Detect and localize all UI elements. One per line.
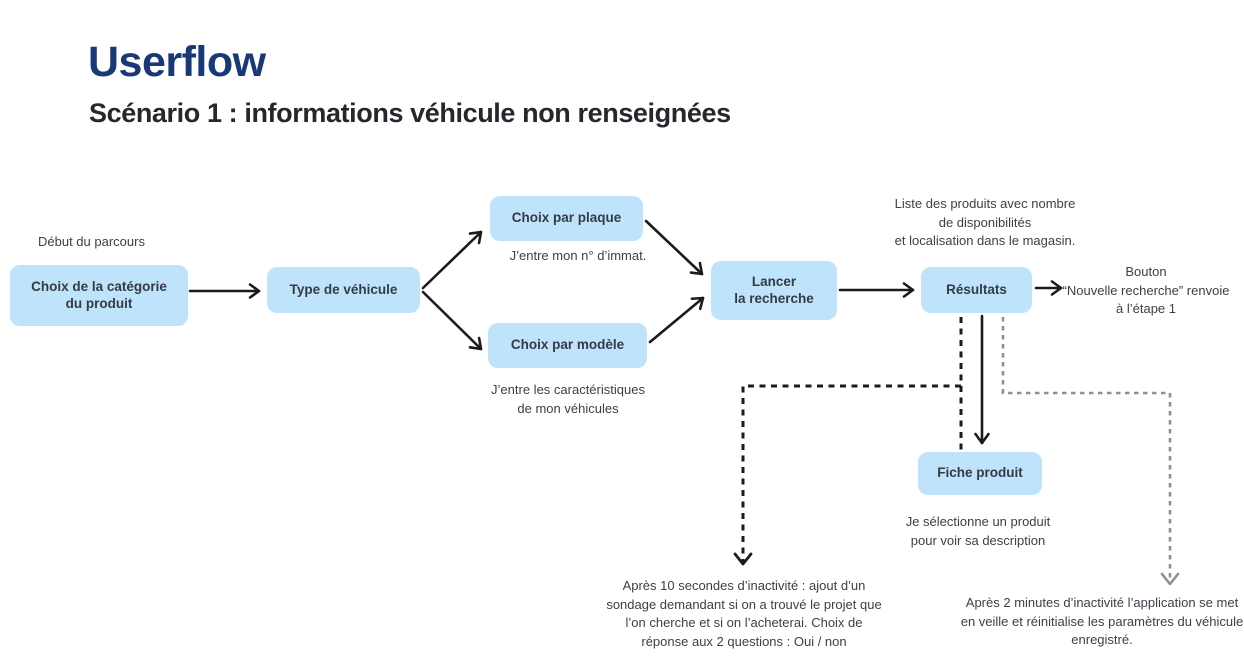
node-choix-modele: Choix par modèle (488, 323, 647, 368)
node-resultats: Résultats (921, 267, 1032, 313)
dashed-branch-to-2min-note (1001, 317, 1180, 586)
note-inactivite-10s: Après 10 secondes d’inactivité : ajout d… (606, 578, 882, 649)
node-category: Choix de la catégorie du produit (10, 265, 188, 326)
arrow-type-to-modele (421, 290, 483, 351)
node-fiche-produit: Fiche produit (918, 452, 1042, 495)
node-lancer-recherche: Lancer la recherche (711, 261, 837, 320)
page-title: Userflow (88, 38, 266, 86)
arrow-plaque-to-lancer (644, 219, 704, 276)
note-bouton-nouvelle-recherche: Bouton “Nouvelle recherche” renvoie à l’… (1062, 264, 1230, 316)
arrow-type-to-plaque (421, 230, 483, 290)
dashed-branch-to-10s-note (733, 384, 961, 566)
page-subtitle: Scénario 1 : informations véhicule non r… (89, 98, 731, 128)
note-immat: J’entre mon n° d’immat. (509, 248, 647, 263)
note-liste-produits: Liste des produits avec nombre de dispon… (894, 196, 1076, 248)
node-type-vehicule: Type de véhicule (267, 267, 420, 313)
note-inactivite-2min: Après 2 minutes d’inactivité l’applicati… (960, 595, 1244, 647)
node-choix-plaque: Choix par plaque (490, 196, 643, 241)
note-caracteristiques: J’entre les caractéristiques de mon véhi… (491, 382, 645, 416)
note-debut-parcours: Début du parcours (38, 234, 145, 249)
note-selection-produit: Je sélectionne un produit pour voir sa d… (905, 514, 1051, 548)
arrow-modele-to-lancer (648, 296, 705, 344)
